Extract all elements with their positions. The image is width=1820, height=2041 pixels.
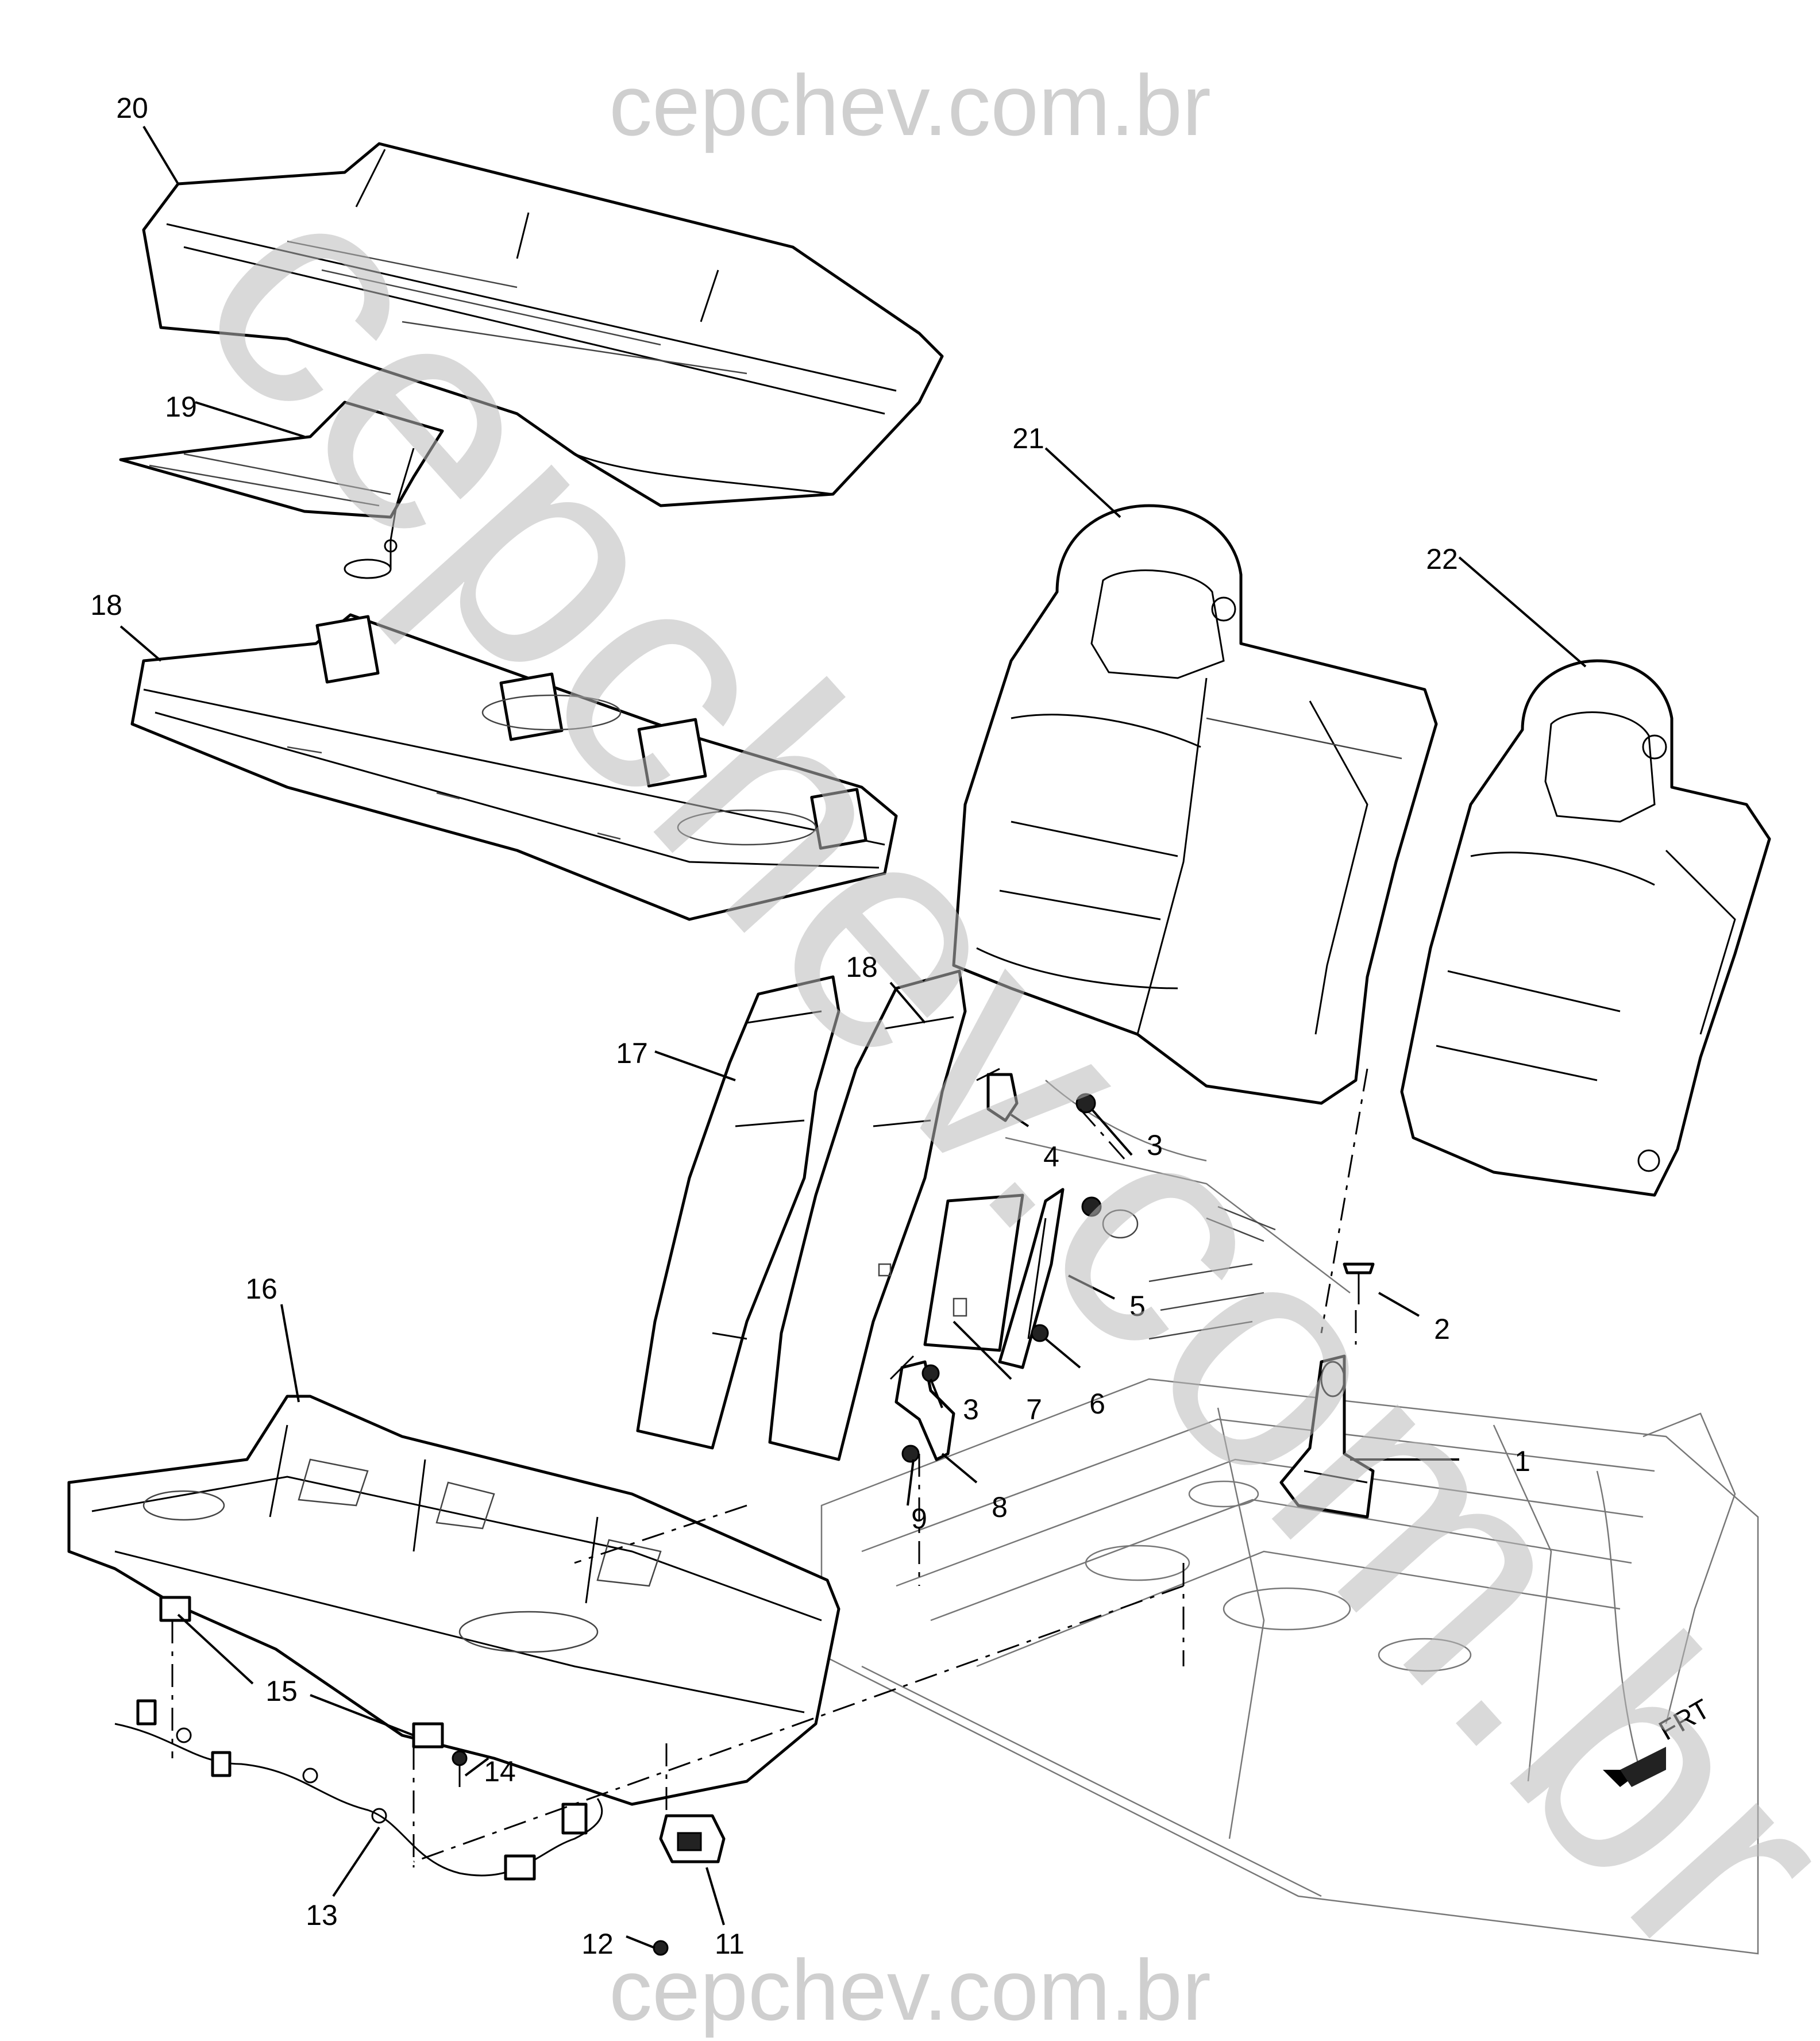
callout-12: 13	[306, 1899, 338, 1931]
part-22-seat-back-40	[1400, 659, 1771, 1197]
callout-18: 18	[90, 589, 122, 621]
part-7-panel	[923, 1193, 1024, 1352]
part-17-seat-bolster	[768, 969, 967, 1461]
part-12-wiring-harness	[114, 1699, 603, 1881]
part-19-heater-pad	[119, 401, 444, 579]
callout-22: 22	[1426, 543, 1458, 575]
callout-10: 11	[715, 1928, 745, 1960]
callout-21: 21	[1012, 422, 1044, 455]
part-13-bolt	[452, 1750, 468, 1787]
watermark-top: cepchev.com.br	[609, 57, 1211, 153]
part-6-nut	[1031, 1324, 1049, 1342]
leader-lines	[119, 125, 1587, 1949]
part-10-module	[659, 1814, 726, 1863]
part-20-seat-cushion-cover	[142, 142, 944, 507]
callout-15: 16	[245, 1273, 277, 1305]
callout-8: 8	[992, 1491, 1008, 1523]
part-18-seat-cushion	[130, 613, 898, 921]
callout-17: 18	[846, 951, 878, 983]
callout-3-upper: 3	[1147, 1129, 1163, 1161]
part-3-nut-upper	[1075, 1093, 1102, 1217]
part-5-bracket	[998, 1188, 1065, 1369]
callout-14: 15	[265, 1675, 298, 1707]
callout-11: 12	[581, 1928, 614, 1960]
callout-labels: 20 19 18 21 22 18 17 4 3 5 6 7 3 8 9 1 2…	[90, 92, 1530, 1960]
callout-7: 7	[1026, 1393, 1042, 1426]
part-4-bracket	[976, 1068, 1019, 1122]
alignment-lines	[171, 1068, 1368, 1867]
callout-20: 20	[116, 92, 148, 124]
callout-19: 19	[165, 391, 197, 423]
callout-13: 14	[484, 1755, 516, 1788]
part-3-nut-lower	[921, 1364, 940, 1383]
callout-3-lower: 3	[963, 1393, 979, 1426]
callout-4: 4	[1043, 1141, 1059, 1173]
callout-9: 9	[911, 1503, 927, 1535]
part-21-seat-back-60	[952, 504, 1438, 1105]
callout-16: 17	[616, 1037, 648, 1069]
watermark-bottom: cepchev.com.br	[609, 1942, 1211, 2038]
callout-2: 2	[1434, 1313, 1450, 1345]
part-9-nut	[901, 1445, 920, 1463]
part-1-seat-back-hinge	[1279, 1354, 1375, 1519]
part-16-seat-bolster	[636, 975, 840, 1450]
callout-6: 6	[1089, 1388, 1105, 1420]
part-2-bolt	[1343, 1262, 1375, 1304]
vehicle-floor-structure	[820, 1080, 1759, 1955]
callout-5: 5	[1129, 1290, 1146, 1322]
callout-1: 1	[1514, 1445, 1530, 1477]
part-14-retainer	[159, 1596, 444, 1749]
